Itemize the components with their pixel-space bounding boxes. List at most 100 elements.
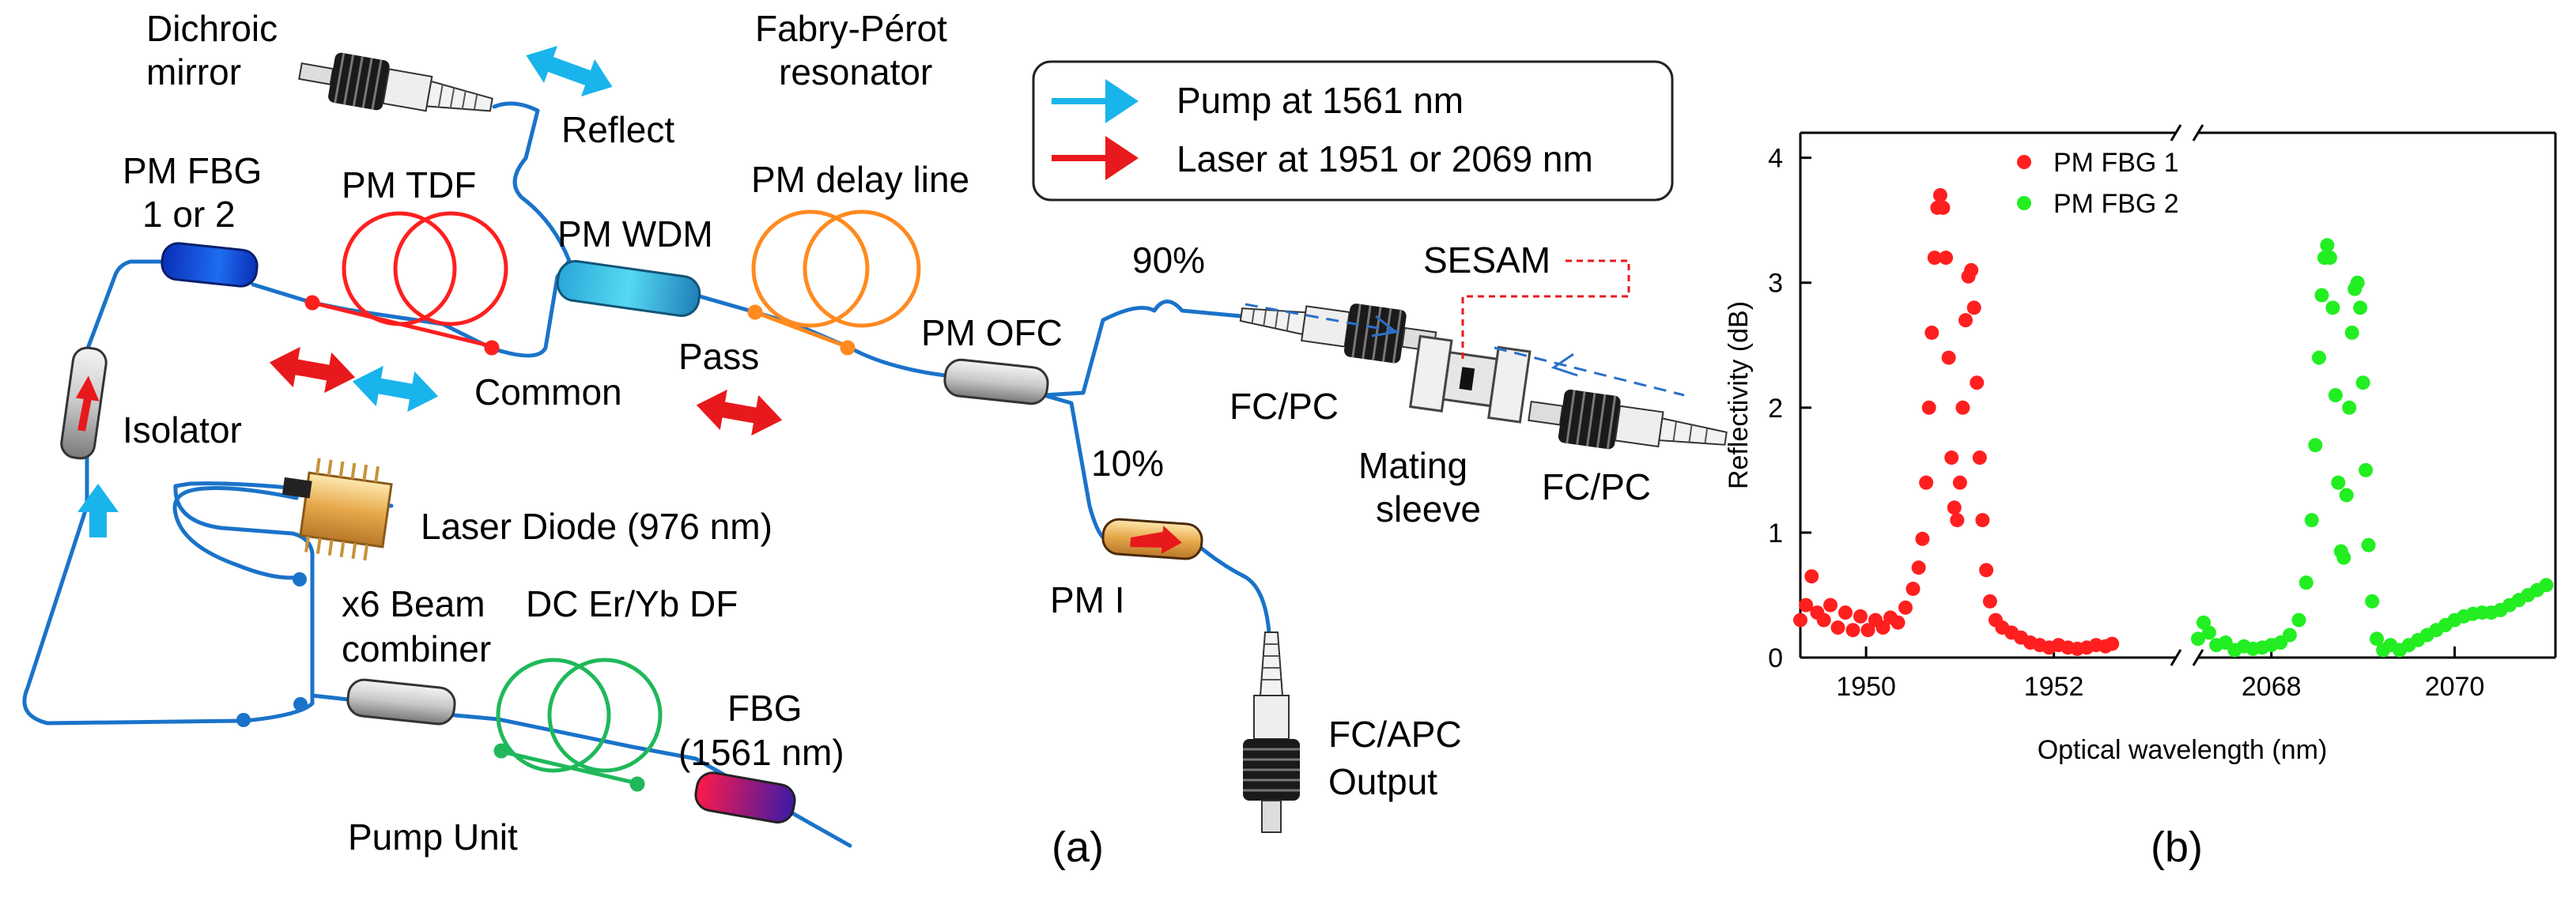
data-point-2 <box>2308 438 2323 453</box>
label-pm-ofc: PM OFC <box>921 312 1063 353</box>
laser-arrow-left <box>269 346 356 394</box>
label-fbg-wavelength: (1561 nm) <box>678 732 844 773</box>
fiber-wdm-reflect <box>492 101 572 263</box>
y-tick-label: 1 <box>1768 518 1783 549</box>
pm-tdf-coil <box>304 211 508 356</box>
x-tick-label: 1950 <box>1836 672 1896 702</box>
legend-box: Pump at 1561 nm Laser at 1951 or 2069 nm <box>1032 60 1674 202</box>
x-tick-label: 2068 <box>2242 672 2302 702</box>
panel-a-labels: Dichroic mirror Fabry-Pérot resonator Re… <box>123 8 2203 871</box>
data-point-1 <box>1919 475 1934 490</box>
splice-dot <box>293 572 307 586</box>
legend-laser-text: Laser at 1951 or 2069 nm <box>1177 138 1593 179</box>
data-point-2 <box>2291 613 2306 628</box>
data-point-1 <box>1972 450 1987 466</box>
fiber-fbg-to-wdm <box>251 258 572 358</box>
pump-arrow-left <box>352 365 439 413</box>
data-point-2 <box>2370 631 2384 647</box>
data-point-1 <box>1970 375 1985 390</box>
laser-arrow-pass <box>696 389 783 436</box>
data-point-1 <box>1932 188 1947 203</box>
data-point-2 <box>2282 628 2297 643</box>
data-point-1 <box>1939 251 1954 266</box>
label-pump-unit: Pump Unit <box>348 816 518 858</box>
data-point-2 <box>2311 350 2326 365</box>
data-point-2 <box>2331 475 2346 490</box>
data-point-1 <box>1799 598 1814 613</box>
legend-pump-text: Pump at 1561 nm <box>1177 80 1464 121</box>
data-point-1 <box>1921 400 1936 415</box>
data-point-1 <box>1927 251 1942 266</box>
data-point-1 <box>1915 531 1930 546</box>
panel-a-tag: (a) <box>1052 824 1104 871</box>
isolator-component <box>60 346 108 460</box>
legend-frame <box>1032 60 1674 202</box>
x-axis-label: Optical wavelength (nm) <box>2038 735 2328 765</box>
pm-delay-coil <box>747 209 921 356</box>
data-point-1 <box>1804 569 1819 584</box>
data-point-1 <box>1958 313 1973 328</box>
pm-wdm-component <box>556 260 701 317</box>
data-point-1 <box>2105 636 2120 651</box>
label-reflect: Reflect <box>561 109 674 150</box>
label-10-pct: 10% <box>1091 443 1164 484</box>
data-point-2 <box>2539 578 2554 593</box>
dichroic-mirror-connector <box>298 52 493 112</box>
data-point-1 <box>1823 598 1838 613</box>
label-dc-er-yb-df: DC Er/Yb DF <box>526 583 738 624</box>
beam-arrow-left <box>1551 352 1578 377</box>
data-point-1 <box>1793 613 1807 628</box>
beam-arrow-right <box>1371 315 1399 337</box>
laser-diode-component <box>281 458 393 561</box>
data-point-1 <box>1816 613 1831 628</box>
data-point-1 <box>1936 200 1951 215</box>
data-point-2 <box>2359 462 2374 477</box>
data-point-1 <box>1955 400 1970 415</box>
data-point-1 <box>1941 350 1956 365</box>
fbg-1561-component <box>694 771 796 824</box>
x-tick-label: 2070 <box>2425 672 2485 702</box>
label-fcpc-right: FC/PC <box>1542 466 1651 507</box>
label-output: Output <box>1328 761 1437 802</box>
data-point-2 <box>2355 375 2370 390</box>
beam-dash-right <box>1494 346 1685 397</box>
label-90-pct: 90% <box>1132 239 1205 281</box>
data-point-1 <box>1947 500 1962 515</box>
data-point-1 <box>1982 594 1997 609</box>
legend-marker-1 <box>2017 155 2031 169</box>
data-point-2 <box>2353 300 2368 315</box>
dcf-coil <box>493 658 663 792</box>
splice-dot <box>236 713 251 727</box>
pump-arrow-up <box>77 484 119 537</box>
label-fcapc: FC/APC <box>1328 714 1462 755</box>
data-point-1 <box>1979 563 1994 578</box>
fcpc-connector-right <box>1528 389 1728 450</box>
data-point-1 <box>1890 615 1906 630</box>
label-fcpc-left: FC/PC <box>1229 386 1339 427</box>
label-pass: Pass <box>678 336 759 377</box>
data-point-2 <box>2361 537 2376 552</box>
pump-arrow-top <box>526 45 613 97</box>
data-point-2 <box>2191 631 2205 647</box>
label-mirror: mirror <box>146 51 241 92</box>
sesam-chip <box>1459 367 1475 391</box>
data-point-1 <box>1838 605 1853 620</box>
y-axis-label: Reflectivity (dB) <box>1724 301 1754 489</box>
label-combiner: combiner <box>342 628 491 669</box>
beam-combiner-component <box>346 678 456 726</box>
label-fbg: FBG <box>727 688 803 729</box>
y-tick-label: 4 <box>1768 144 1783 174</box>
beam-direction-arrows <box>1371 315 1578 377</box>
data-point-2 <box>2201 625 2216 640</box>
data-point-1 <box>1911 560 1926 575</box>
data-point-1 <box>1944 450 1959 466</box>
x-tick-label: 1952 <box>2024 672 2084 702</box>
data-point-2 <box>2365 594 2380 609</box>
data-point-1 <box>1964 262 1979 277</box>
label-x6-beam: x6 Beam <box>342 583 485 624</box>
legend-marker-2 <box>2017 196 2031 210</box>
data-point-1 <box>1950 513 1965 528</box>
label-mating: Mating <box>1358 445 1467 486</box>
